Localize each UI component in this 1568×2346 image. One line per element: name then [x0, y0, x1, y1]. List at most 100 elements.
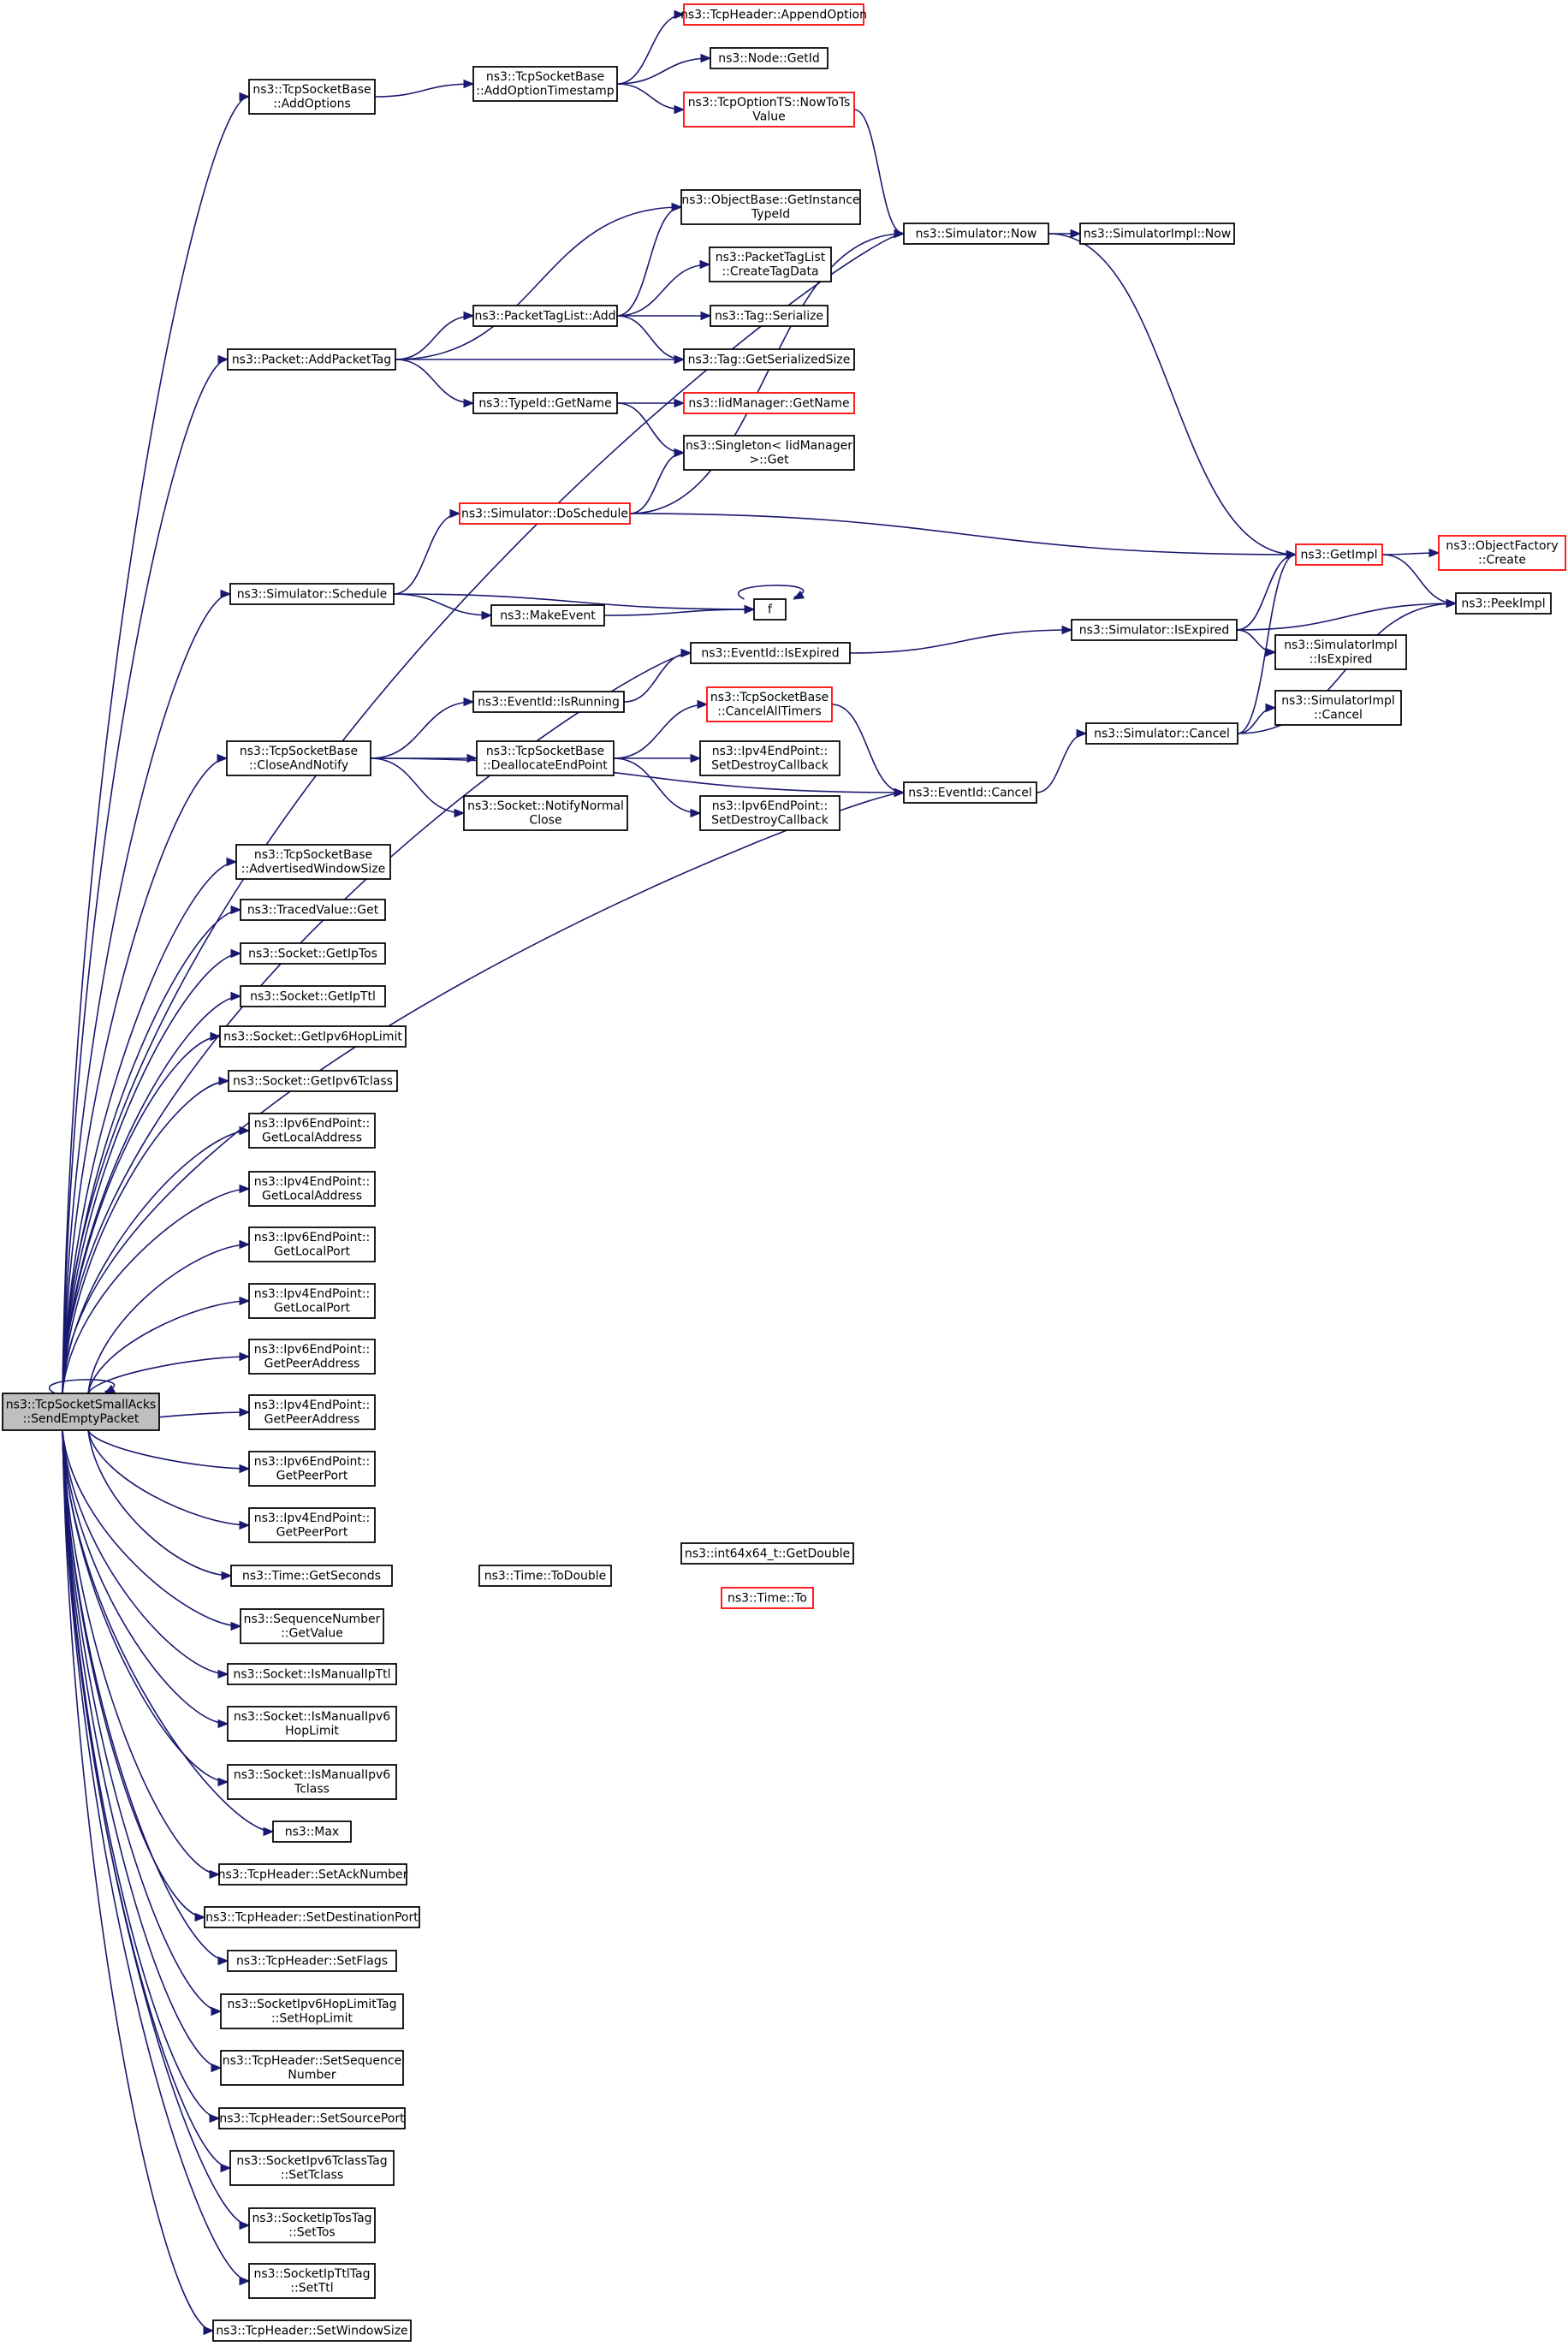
- function-node-n22[interactable]: f: [753, 598, 787, 621]
- function-node-n45[interactable]: ns3::Ipv6EndPoint::GetLocalPort: [248, 1226, 376, 1262]
- function-node-n12[interactable]: ns3::Packet::AddPacketTag: [227, 348, 396, 371]
- function-node-n33[interactable]: ns3::SimulatorImpl::Cancel: [1274, 690, 1402, 726]
- function-node-n20[interactable]: ns3::PeekImpl: [1455, 592, 1552, 615]
- node-label-line: HopLimit: [285, 1725, 339, 1738]
- function-node-n6[interactable]: ns3::Simulator::Now: [903, 223, 1049, 245]
- function-node-n21[interactable]: ns3::Simulator::Schedule: [229, 583, 395, 605]
- node-box: [683, 92, 855, 128]
- function-node-n25[interactable]: ns3::Simulator::IsExpired: [1071, 619, 1238, 641]
- function-node-n66[interactable]: ns3::SocketIpv6TclassTag::SetTclass: [229, 2150, 395, 2186]
- function-node-n68[interactable]: ns3::SocketIpTtlTag::SetTtl: [248, 2263, 376, 2299]
- edge-arrowhead-11: [230, 991, 242, 1001]
- function-node-n65[interactable]: ns3::TcpHeader::SetSourcePort: [218, 2107, 406, 2129]
- node-box: [706, 686, 833, 722]
- function-node-n41[interactable]: ns3::Socket::GetIpv6HopLimit: [219, 1025, 407, 1048]
- function-node-n19[interactable]: ns3::ObjectFactory::Create: [1438, 535, 1566, 571]
- function-node-n14[interactable]: ns3::TypeId::GetName: [472, 392, 618, 414]
- function-node-n53[interactable]: ns3::int64x64_t::GetDouble: [680, 1542, 854, 1565]
- edge-arrowhead-75: [690, 753, 702, 763]
- function-node-n51[interactable]: ns3::Time::GetSeconds: [230, 1565, 393, 1587]
- function-node-n42[interactable]: ns3::Socket::GetIpv6Tclass: [228, 1070, 398, 1092]
- function-node-n28[interactable]: ns3::TcpSocketBase::CancelAllTimers: [706, 686, 833, 722]
- node-label-line: ns3::SequenceNumber: [244, 1613, 381, 1626]
- node-box: [2, 1393, 160, 1431]
- function-node-n38[interactable]: ns3::TracedValue::Get: [240, 899, 386, 921]
- function-node-n10[interactable]: ns3::PacketTagList::Add: [472, 305, 618, 327]
- function-node-n62[interactable]: ns3::TcpHeader::SetFlags: [227, 1950, 397, 1972]
- function-node-n1[interactable]: ns3::TcpSocketBase::AddOptions: [248, 79, 376, 115]
- function-node-n15[interactable]: ns3::IidManager::GetName: [683, 392, 855, 414]
- function-node-n61[interactable]: ns3::TcpHeader::SetDestinationPort: [204, 1906, 420, 1928]
- function-node-n18[interactable]: ns3::GetImpl: [1295, 543, 1383, 566]
- edge-arrowhead-35: [239, 2220, 251, 2230]
- edge-arrowhead-37: [203, 2325, 215, 2336]
- node-label-line: GetPeerPort: [276, 1526, 348, 1540]
- node-label-line: Value: [752, 110, 785, 124]
- function-node-n2[interactable]: ns3::TcpSocketBase::AddOptionTimestamp: [472, 66, 618, 102]
- edge-arrowhead-24: [217, 1669, 229, 1679]
- function-node-n60[interactable]: ns3::TcpHeader::SetAckNumber: [218, 1863, 408, 1886]
- function-node-n29[interactable]: ns3::TcpSocketBase::CloseAndNotify: [226, 740, 371, 776]
- function-node-n48[interactable]: ns3::Ipv4EndPoint::GetPeerAddress: [248, 1394, 376, 1430]
- function-node-n31[interactable]: ns3::Ipv4EndPoint::SetDestroyCallback: [699, 740, 840, 776]
- function-node-n63[interactable]: ns3::SocketIpv6HopLimitTag::SetHopLimit: [220, 1993, 404, 2029]
- edge-n0-n42: [62, 1080, 229, 1394]
- node-label-line: ns3::EventId::Cancel: [908, 786, 1032, 799]
- function-node-n46[interactable]: ns3::Ipv4EndPoint::GetLocalPort: [248, 1283, 376, 1319]
- function-node-n47[interactable]: ns3::Ipv6EndPoint::GetPeerAddress: [248, 1339, 376, 1375]
- function-node-n52[interactable]: ns3::Time::ToDouble: [478, 1565, 612, 1587]
- node-label-line: TypeId: [751, 208, 790, 222]
- node-label-line: ::AdvertisedWindowSize: [241, 863, 385, 876]
- function-node-n69[interactable]: ns3::TcpHeader::SetWindowSize: [212, 2319, 412, 2342]
- function-node-n67[interactable]: ns3::SocketIpTosTag::SetTos: [248, 2207, 376, 2243]
- function-node-n13[interactable]: ns3::Tag::GetSerializedSize: [683, 348, 855, 371]
- function-node-n54[interactable]: ns3::Time::To: [721, 1587, 814, 1609]
- function-node-n27[interactable]: ns3::EventId::IsRunning: [472, 691, 625, 713]
- edge-n21-n22: [393, 593, 755, 610]
- node-box: [472, 66, 618, 102]
- function-node-n36[interactable]: ns3::Ipv6EndPoint::SetDestroyCallback: [699, 795, 840, 831]
- edge-n0-n63: [62, 1429, 222, 2012]
- function-node-n23[interactable]: ns3::MakeEvent: [490, 604, 605, 627]
- node-label-line: ::SetTclass: [281, 2169, 343, 2183]
- edge-n0-n0: [48, 1379, 116, 1394]
- edge-arrowhead-20: [239, 1464, 251, 1474]
- function-node-n30[interactable]: ns3::TcpSocketBase::DeallocateEndPoint: [476, 740, 615, 776]
- node-label-line: ns3::SocketIpv6HopLimitTag: [228, 1998, 397, 2011]
- function-node-n0[interactable]: ns3::TcpSocketSmallAcks::SendEmptyPacket: [2, 1393, 160, 1431]
- function-node-n3[interactable]: ns3::TcpHeader::AppendOption: [680, 3, 867, 26]
- function-node-n50[interactable]: ns3::Ipv4EndPoint::GetPeerPort: [248, 1507, 376, 1543]
- function-node-n56[interactable]: ns3::Socket::IsManualIpTtl: [227, 1663, 397, 1685]
- function-node-n39[interactable]: ns3::Socket::GetIpTos: [240, 942, 386, 965]
- function-node-n26[interactable]: ns3::SimulatorImpl::IsExpired: [1274, 634, 1407, 670]
- function-node-n11[interactable]: ns3::Tag::Serialize: [710, 305, 829, 327]
- function-node-n32[interactable]: ns3::Simulator::Cancel: [1085, 722, 1238, 745]
- edge-arrowhead-78: [1076, 728, 1088, 739]
- function-node-n59[interactable]: ns3::Max: [272, 1820, 352, 1843]
- function-node-n44[interactable]: ns3::Ipv4EndPoint::GetLocalAddress: [248, 1171, 376, 1207]
- function-node-n4[interactable]: ns3::Node::GetId: [710, 47, 829, 69]
- function-node-n34[interactable]: ns3::EventId::Cancel: [903, 781, 1037, 804]
- function-node-n49[interactable]: ns3::Ipv6EndPoint::GetPeerPort: [248, 1451, 376, 1487]
- function-node-n40[interactable]: ns3::Socket::GetIpTtl: [240, 985, 386, 1007]
- function-node-n16[interactable]: ns3::Singleton< IidManager>::Get: [683, 435, 855, 471]
- function-node-n7[interactable]: ns3::SimulatorImpl::Now: [1079, 223, 1235, 245]
- node-label-line: ns3::TcpSocketBase: [254, 848, 372, 862]
- function-node-n9[interactable]: ns3::PacketTagList::CreateTagData: [709, 246, 832, 282]
- edge-n2-n3: [616, 14, 685, 85]
- function-node-n24[interactable]: ns3::EventId::IsExpired: [690, 642, 851, 664]
- node-label-line: ns3::PeekImpl: [1461, 597, 1545, 610]
- edge-arrowhead-18: [239, 1351, 251, 1362]
- function-node-n37[interactable]: ns3::TcpSocketBase::AdvertisedWindowSize: [235, 844, 391, 880]
- function-node-n55[interactable]: ns3::SequenceNumber::GetValue: [240, 1608, 384, 1644]
- edge-n29-n35: [370, 757, 465, 814]
- function-node-n43[interactable]: ns3::Ipv6EndPoint::GetLocalAddress: [248, 1113, 376, 1149]
- node-label-line: ::Create: [1478, 554, 1526, 567]
- function-node-n17[interactable]: ns3::Simulator::DoSchedule: [459, 502, 631, 525]
